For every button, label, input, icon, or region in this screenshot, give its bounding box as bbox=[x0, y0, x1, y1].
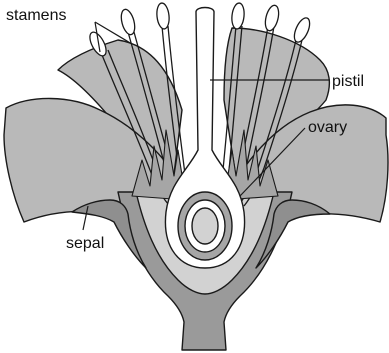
stamens-label: stamens bbox=[6, 7, 66, 24]
ovary-label: ovary bbox=[308, 119, 347, 136]
anther bbox=[263, 4, 281, 32]
anther bbox=[231, 2, 246, 29]
sepal-label: sepal bbox=[66, 235, 104, 252]
anther bbox=[291, 16, 313, 45]
anther bbox=[156, 2, 171, 29]
pistil-label: pistil bbox=[332, 73, 364, 90]
anther bbox=[119, 8, 137, 36]
ovule bbox=[192, 208, 218, 244]
